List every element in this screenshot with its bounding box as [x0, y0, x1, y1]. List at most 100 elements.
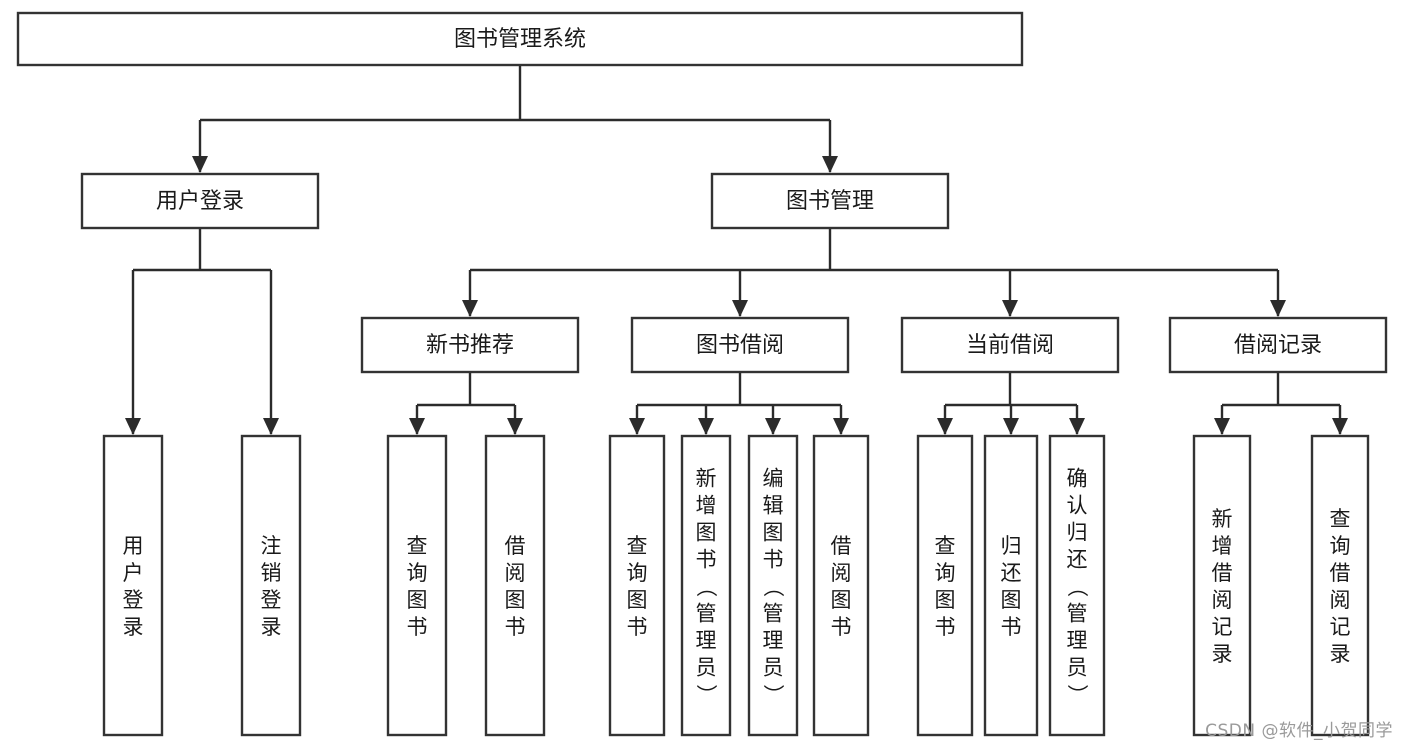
node-box — [80, 172, 320, 230]
svg-text:（: （ — [694, 576, 718, 597]
svg-text:员: 员 — [763, 656, 784, 680]
svg-text:阅: 阅 — [505, 561, 526, 585]
svg-text:管: 管 — [1067, 602, 1088, 626]
node-box — [680, 434, 732, 737]
node-label: 图书管理 — [786, 189, 874, 214]
svg-text:还: 还 — [1067, 548, 1088, 572]
svg-text:注: 注 — [261, 534, 282, 558]
svg-text:录: 录 — [123, 615, 144, 639]
arrow-head-icon — [507, 418, 523, 435]
connector-layer — [125, 65, 1348, 435]
arrow-head-icon — [629, 418, 645, 435]
svg-text:登: 登 — [123, 588, 144, 612]
node-box — [747, 434, 799, 737]
svg-text:记: 记 — [1212, 615, 1233, 639]
arrow-head-icon — [1332, 418, 1348, 435]
svg-text:阅: 阅 — [1330, 588, 1351, 612]
svg-text:管: 管 — [696, 602, 717, 626]
svg-text:辑: 辑 — [763, 494, 784, 518]
svg-text:图: 图 — [935, 588, 956, 612]
node-label: 用户登录 — [123, 534, 144, 639]
svg-text:户: 户 — [123, 561, 144, 585]
svg-text:认: 认 — [1067, 494, 1088, 518]
node-box — [630, 316, 850, 374]
node-box — [386, 434, 448, 737]
arrow-head-icon — [765, 418, 781, 435]
svg-text:增: 增 — [1212, 534, 1233, 558]
svg-text:理: 理 — [1067, 629, 1088, 653]
node-l2_0[interactable]: 用户登录 — [80, 172, 320, 230]
svg-text:借: 借 — [1212, 561, 1233, 585]
svg-text:记: 记 — [1330, 615, 1351, 639]
svg-text:）: ） — [1065, 684, 1089, 705]
svg-text:增: 增 — [696, 494, 717, 518]
arrow-head-icon — [1069, 418, 1085, 435]
node-box — [102, 434, 164, 737]
node-l3_1[interactable]: 图书借阅 — [630, 316, 850, 374]
svg-text:归: 归 — [1067, 521, 1088, 545]
arrow-head-icon — [1002, 300, 1018, 317]
node-box — [710, 172, 950, 230]
node-label: 图书借阅 — [696, 333, 784, 358]
node-box — [240, 434, 302, 737]
node-l3_2[interactable]: 当前借阅 — [900, 316, 1120, 374]
node-box — [608, 434, 666, 737]
svg-text:书: 书 — [627, 615, 648, 639]
svg-text:销: 销 — [261, 561, 282, 585]
svg-text:书: 书 — [696, 548, 717, 572]
node-layer: 图书管理系统用户登录图书管理新书推荐图书借阅当前借阅借阅记录用户登录注销登录查询… — [16, 11, 1388, 737]
connector-group-l3_3 — [1214, 372, 1348, 435]
svg-text:登: 登 — [261, 588, 282, 612]
node-box — [1192, 434, 1252, 737]
node-label: 图书管理系统 — [454, 27, 586, 52]
node-box — [360, 316, 580, 374]
svg-text:录: 录 — [1212, 642, 1233, 666]
svg-text:图: 图 — [627, 588, 648, 612]
svg-text:询: 询 — [407, 561, 428, 585]
svg-text:理: 理 — [696, 629, 717, 653]
connector-group-root — [192, 65, 838, 173]
node-box — [983, 434, 1039, 737]
svg-text:查: 查 — [1330, 507, 1351, 531]
svg-text:管: 管 — [763, 602, 784, 626]
node-l2_1[interactable]: 图书管理 — [710, 172, 950, 230]
node-root[interactable]: 图书管理系统 — [16, 11, 1024, 67]
svg-text:阅: 阅 — [1212, 588, 1233, 612]
svg-text:新: 新 — [1212, 507, 1233, 531]
arrow-head-icon — [937, 418, 953, 435]
svg-text:借: 借 — [831, 534, 852, 558]
arrow-head-icon — [125, 418, 141, 435]
node-box — [1310, 434, 1370, 737]
svg-text:图: 图 — [1001, 588, 1022, 612]
node-box — [1048, 434, 1106, 737]
arrow-head-icon — [1270, 300, 1286, 317]
svg-text:新: 新 — [696, 467, 717, 491]
node-l3_3[interactable]: 借阅记录 — [1168, 316, 1388, 374]
arrow-head-icon — [822, 156, 838, 173]
node-l3_0[interactable]: 新书推荐 — [360, 316, 580, 374]
svg-text:员: 员 — [696, 656, 717, 680]
node-box — [900, 316, 1120, 374]
svg-text:图: 图 — [831, 588, 852, 612]
arrow-head-icon — [263, 418, 279, 435]
node-leaf_00[interactable]: 用户登录 — [102, 434, 164, 737]
arrow-head-icon — [409, 418, 425, 435]
